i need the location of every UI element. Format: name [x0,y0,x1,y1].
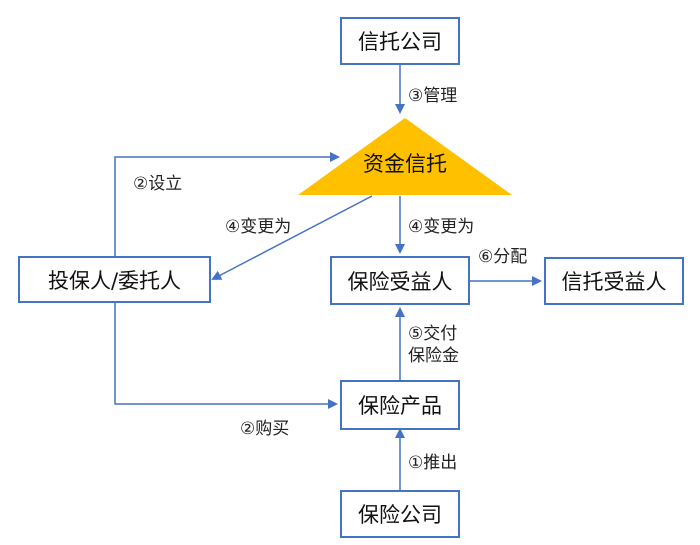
edge-label-change-left: ④变更为 [225,217,292,237]
edge-label-purchase: ②购买 [240,419,290,439]
capital-trust-label: 资金信托 [363,152,447,176]
edge-label-distribute: ⑥分配 [478,247,528,267]
trust-beneficiary-label: 信托受益人 [561,270,667,294]
insurance-company-label: 保险公司 [358,503,442,527]
trust-company-label: 信托公司 [358,30,442,54]
insurance-beneficiary-label: 保险受益人 [347,269,453,294]
edge-label-deliver-line1: ⑤交付 [408,324,458,344]
arrow-change-left [211,195,373,280]
trust-company-node: 信托公司 [340,17,460,65]
edge-label-launch: ①推出 [408,453,458,473]
arrow-purchase [114,303,338,409]
insurance-product-label: 保险产品 [358,394,442,418]
insurance-product-node: 保险产品 [340,380,460,430]
edge-label-establish: ②设立 [133,174,183,194]
edge-label-change-right: ④变更为 [408,217,475,237]
arrow-establish [114,152,340,256]
policyholder-settlor-node: 投保人/委托人 [18,256,211,303]
capital-trust-triangle [298,118,512,195]
insurance-company-node: 保险公司 [340,490,460,538]
edge-label-deliver-line2: 保险金 [408,346,459,366]
edge-label-manage: ③管理 [408,86,458,106]
policyholder-settlor-label: 投保人/委托人 [47,268,182,293]
trust-beneficiary-node: 信托受益人 [544,257,684,305]
insurance-beneficiary-node: 保险受益人 [330,256,470,305]
